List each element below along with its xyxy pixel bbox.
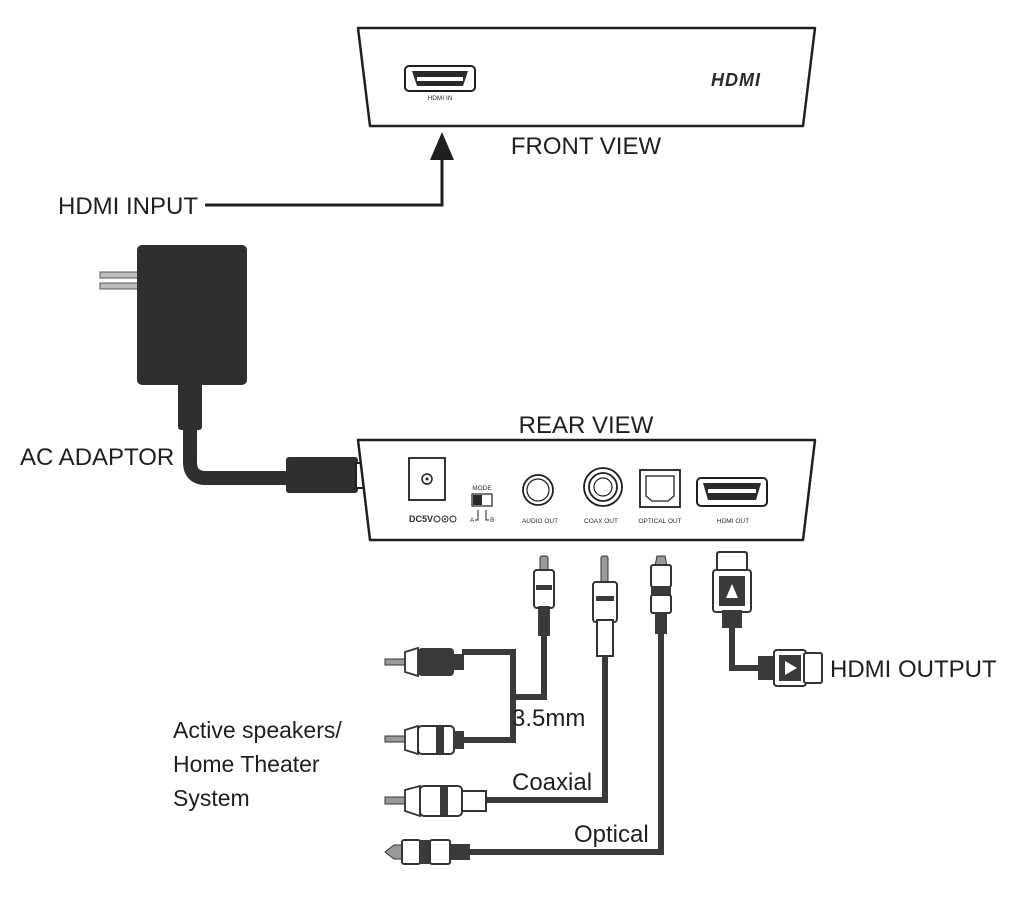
mode-label: MODE [472,485,492,492]
triangle-up-icon [726,584,738,598]
coax-out-label: COAX OUT [584,518,618,525]
front-port-label: HDMI IN [428,95,453,102]
audio-out-label: AUDIO OUT [522,518,558,525]
adaptor-body [137,245,247,385]
mode-switch [471,493,493,521]
front-hdmi-in-port [404,65,476,92]
mode-a-label: A [470,517,475,524]
speakers-label-line1: Active speakers/ [173,717,342,743]
optical-out-label: OPTICAL OUT [638,518,681,525]
rca-plug-upper [384,646,464,678]
front-view-title: FRONT VIEW [511,133,662,160]
ac-adaptor-label: AC ADAPTOR [20,444,174,471]
hdmi-input-label: HDMI INPUT [58,193,198,220]
cable-coaxial-label: Coaxial [512,769,592,796]
rear-view-device: DC5V MODE A B AUDIO OUT COAX OU [356,438,817,542]
optical-out-port [639,469,681,508]
cable-coaxial [384,555,618,818]
audio-out-port [522,474,554,506]
dc-jack [408,457,446,501]
arrow-up-icon [430,132,454,160]
speakers-label-line2: Home Theater [173,751,320,777]
cable-hdmi-output [712,551,823,687]
rear-hdmi-out-port [696,477,768,507]
dc-polarity-icon [433,515,457,523]
hdmi-input-line [205,132,454,207]
rca-plug-lower [384,724,464,756]
dc-label: DC5V [409,514,433,524]
speakers-label-line3: System [173,785,250,811]
cable-3-5mm [462,555,555,743]
hdmi-out-label: HDMI OUT [717,518,749,525]
hdmi-logo: HDMI [711,70,761,90]
cable-optical-label: Optical [574,821,649,848]
cable-optical [384,555,672,865]
mode-b-label: B [490,517,494,524]
triangle-right-icon [785,661,797,675]
front-view-device: HDMI IN HDMI [356,26,817,128]
adaptor-plug [286,457,358,493]
cable-3-5mm-label: 3.5mm [512,705,585,732]
rear-view-title: REAR VIEW [519,412,654,439]
coax-out-port [583,467,623,507]
hdmi-output-label: HDMI OUTPUT [830,656,997,683]
